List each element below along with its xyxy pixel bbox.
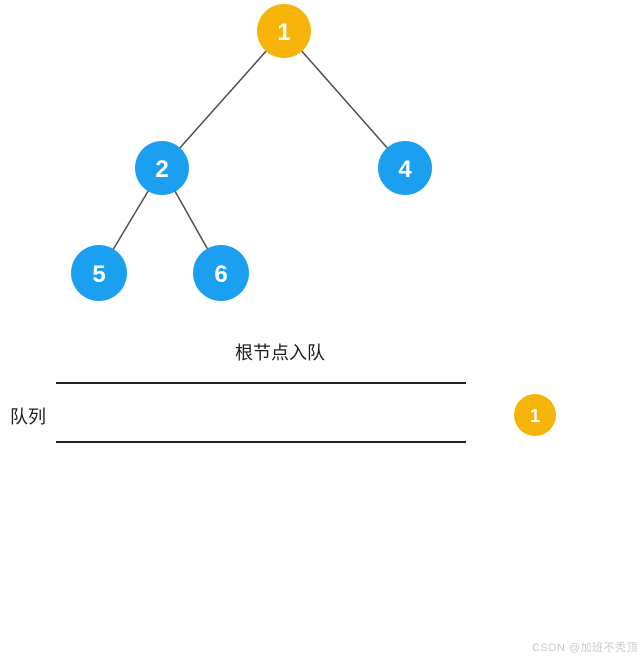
binary-tree-diagram: 1 2 4 5 6	[71, 4, 432, 301]
tree-node-2: 2	[135, 141, 189, 195]
tree-node-5-label: 5	[92, 261, 105, 288]
queue-label: 队列	[10, 407, 46, 427]
watermark: CSDN @加班不秃顶	[532, 642, 638, 654]
tree-node-5: 5	[71, 245, 127, 301]
queue-item-label: 1	[530, 406, 540, 426]
tree-node-1-circle	[257, 4, 311, 58]
tree-node-4: 4	[378, 141, 432, 195]
tree-node-2-circle	[135, 141, 189, 195]
queue-line-bottom	[56, 441, 466, 443]
tree-node-5-circle	[71, 245, 127, 301]
tree-node-1: 1	[257, 4, 311, 58]
tree-node-1-label: 1	[277, 19, 290, 46]
queue-line-top	[56, 382, 466, 384]
tree-node-4-label: 4	[398, 156, 412, 183]
queue-item-node-1: 1	[514, 394, 556, 436]
tree-node-6-label: 6	[214, 261, 227, 288]
tree-node-2-label: 2	[155, 156, 168, 183]
tree-node-6-circle	[193, 245, 249, 301]
tree-edge-1-2	[161, 30, 285, 169]
tree-node-4-circle	[378, 141, 432, 195]
queue-item-circle	[514, 394, 556, 436]
tree-node-6: 6	[193, 245, 249, 301]
step-caption: 根节点入队	[235, 343, 325, 363]
tree-edge-1-4	[283, 30, 406, 169]
